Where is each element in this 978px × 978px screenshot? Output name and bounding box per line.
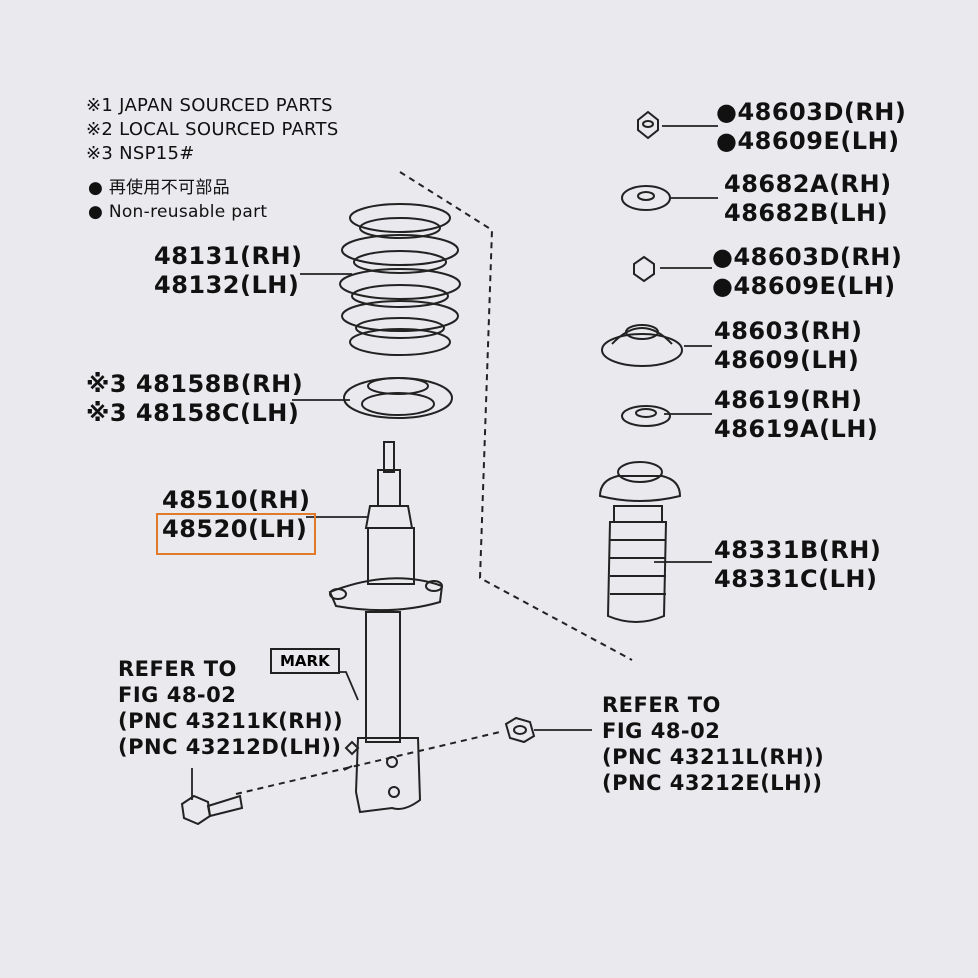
legend-nonreusable-jp: ● 再使用不可部品 bbox=[88, 178, 230, 198]
callout-refer-left: REFER TO FIG 48-02 (PNC 43211K(RH)) (PNC… bbox=[118, 656, 343, 760]
callout-nut-mid-lh: ●48609E(LH) bbox=[712, 272, 896, 300]
callout-spring-rh: 48131(RH) bbox=[154, 242, 303, 270]
dashed-guide-lines bbox=[235, 171, 633, 795]
refer-right-line-4: (PNC 43212E(LH)) bbox=[602, 771, 823, 795]
callout-washer: 48682A(RH) 48682B(LH) bbox=[724, 170, 892, 228]
callout-washer-lh: 48682B(LH) bbox=[724, 199, 889, 227]
callout-absorber-rh: 48510(RH) bbox=[162, 486, 311, 514]
callout-nut-mid-rh: ●48603D(RH) bbox=[712, 243, 903, 271]
callout-absorber: 48510(RH) 48520(LH) bbox=[162, 486, 311, 544]
legend-line-3: ※3 NSP15# bbox=[86, 143, 195, 164]
legend-line-1: ※1 JAPAN SOURCED PARTS bbox=[86, 95, 333, 116]
refer-right-line-1: REFER TO bbox=[602, 693, 721, 717]
callout-seat-rh: 48619(RH) bbox=[714, 386, 863, 414]
refer-left-line-3: (PNC 43211K(RH)) bbox=[118, 709, 344, 733]
bump-stopper bbox=[598, 461, 682, 623]
suspension-support bbox=[601, 324, 683, 367]
shock-absorber bbox=[328, 441, 444, 814]
callout-insulator-lh: ※3 48158C(LH) bbox=[86, 399, 300, 427]
callout-bumper-rh: 48331B(RH) bbox=[714, 536, 882, 564]
callout-support-lh: 48609(LH) bbox=[714, 346, 860, 374]
mark-label: MARK bbox=[270, 648, 340, 674]
nut-top bbox=[637, 110, 659, 140]
spring-insulator bbox=[343, 377, 453, 419]
highlight-box-48520 bbox=[156, 513, 316, 555]
refer-left-line-1: REFER TO bbox=[118, 657, 237, 681]
refer-right-line-3: (PNC 43211L(RH)) bbox=[602, 745, 825, 769]
callout-nut-top: ●48603D(RH) ●48609E(LH) bbox=[716, 98, 906, 156]
callout-spring-lh: 48132(LH) bbox=[154, 271, 300, 299]
nut-middle bbox=[633, 255, 655, 283]
callout-nut-mid: ●48603D(RH) ●48609E(LH) bbox=[712, 243, 902, 301]
callout-insulator-rh: ※3 48158B(RH) bbox=[86, 370, 304, 398]
legend-nonreusable: ● 再使用不可部品 ● Non-reusable part bbox=[88, 176, 267, 224]
refer-left-line-4: (PNC 43212D(LH)) bbox=[118, 735, 342, 759]
callout-seat: 48619(RH) 48619A(LH) bbox=[714, 386, 878, 444]
callout-absorber-lh: 48520(LH) bbox=[162, 515, 308, 543]
legend: ※1 JAPAN SOURCED PARTS ※2 LOCAL SOURCED … bbox=[86, 94, 339, 166]
callout-insulator: ※3 48158B(RH) ※3 48158C(LH) bbox=[86, 370, 303, 428]
callout-nut-top-rh: ●48603D(RH) bbox=[716, 98, 907, 126]
callout-spring: 48131(RH) 48132(LH) bbox=[154, 242, 303, 300]
legend-nonreusable-en: ● Non-reusable part bbox=[88, 202, 268, 222]
callout-support: 48603(RH) 48609(LH) bbox=[714, 317, 863, 375]
coil-spring bbox=[339, 203, 461, 356]
callout-nut-top-lh: ●48609E(LH) bbox=[716, 127, 900, 155]
callout-washer-rh: 48682A(RH) bbox=[724, 170, 892, 198]
callout-refer-right: REFER TO FIG 48-02 (PNC 43211L(RH)) (PNC… bbox=[602, 692, 824, 796]
callout-bumper: 48331B(RH) 48331C(LH) bbox=[714, 536, 881, 594]
refer-left-line-2: FIG 48-02 bbox=[118, 683, 237, 707]
refer-right-line-2: FIG 48-02 bbox=[602, 719, 721, 743]
flange-nut bbox=[504, 716, 536, 744]
legend-line-2: ※2 LOCAL SOURCED PARTS bbox=[86, 119, 339, 140]
callout-support-rh: 48603(RH) bbox=[714, 317, 863, 345]
washer bbox=[621, 185, 671, 211]
bolt bbox=[180, 794, 244, 826]
spring-seat bbox=[621, 405, 671, 427]
callout-bumper-lh: 48331C(LH) bbox=[714, 565, 878, 593]
callout-seat-lh: 48619A(LH) bbox=[714, 415, 879, 443]
